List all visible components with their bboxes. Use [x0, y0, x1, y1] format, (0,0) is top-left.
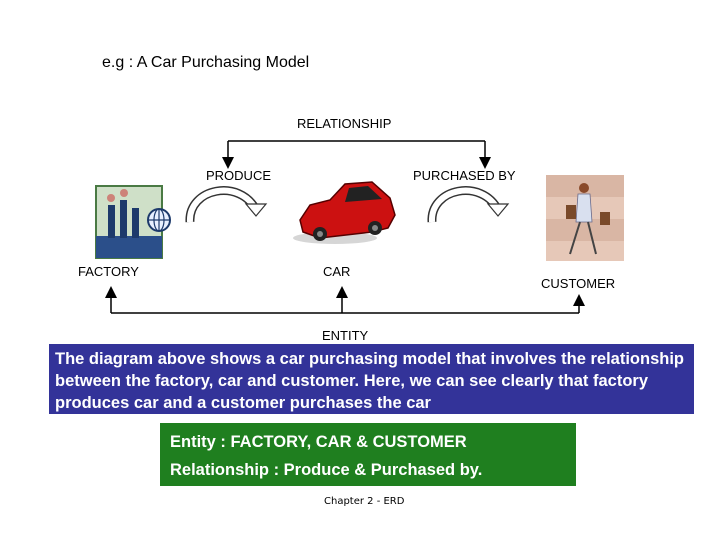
- car-label: CAR: [323, 264, 351, 279]
- footer-text: Chapter 2 - ERD: [324, 496, 405, 507]
- car-icon: [293, 181, 396, 244]
- purchased-curved-arrow: [427, 186, 510, 223]
- produce-label: PRODUCE: [206, 168, 272, 183]
- relationship-label: RELATIONSHIP: [297, 116, 392, 131]
- summary-relationship-line: Relationship : Produce & Purchased by.: [170, 461, 483, 479]
- entity-bracket: [105, 286, 585, 314]
- factory-icon: [95, 185, 171, 259]
- summary-entity-line: Entity : FACTORY, CAR & CUSTOMER: [170, 433, 467, 451]
- factory-label: FACTORY: [78, 264, 139, 279]
- customer-label: CUSTOMER: [541, 276, 616, 291]
- relationship-bracket: [222, 140, 491, 169]
- slide-title: e.g : A Car Purchasing Model: [102, 54, 310, 71]
- entity-label: ENTITY: [322, 328, 369, 343]
- description-box: The diagram above shows a car purchasing…: [49, 344, 694, 414]
- summary-box: Entity : FACTORY, CAR & CUSTOMER Relatio…: [160, 423, 576, 486]
- produce-curved-arrow: [185, 186, 268, 223]
- customer-icon: [546, 175, 624, 261]
- purchased-by-label: PURCHASED BY: [413, 168, 516, 183]
